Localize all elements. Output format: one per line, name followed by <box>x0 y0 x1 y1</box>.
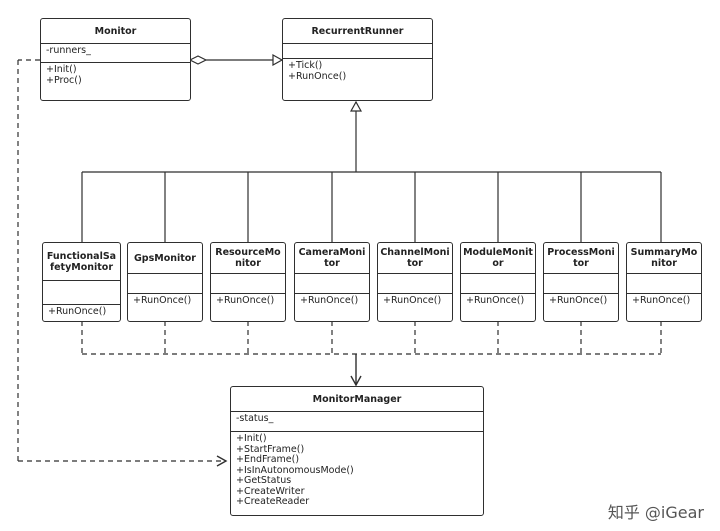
attributes-section: -runners_ <box>41 43 190 62</box>
class-name: RecurrentRunner <box>311 25 404 37</box>
method: +CreateReader <box>236 496 310 507</box>
methods-section: +RunOnce() <box>461 293 535 309</box>
class-process-monitor: ProcessMonitor +RunOnce() <box>543 242 619 322</box>
class-monitor-manager: MonitorManager -status_ +Init() +StartFr… <box>230 386 484 516</box>
class-functional-safety-monitor: FunctionalSafetyMonitor +RunOnce() <box>42 242 121 322</box>
attribute: -status_ <box>236 413 274 424</box>
method: +GetStatus <box>236 475 292 486</box>
method: +EndFrame() <box>236 454 300 465</box>
class-module-monitor: ModuleMonitor +RunOnce() <box>460 242 536 322</box>
attributes-section <box>627 273 701 293</box>
method: +Init() <box>46 64 77 75</box>
methods-section: +RunOnce() <box>378 293 452 309</box>
class-name: GpsMonitor <box>133 252 196 264</box>
method: +RunOnce() <box>549 295 608 306</box>
method: +IsInAutonomousMode() <box>236 464 354 476</box>
class-name: MonitorManager <box>312 393 402 405</box>
attributes-section <box>43 280 120 304</box>
attributes-section <box>211 273 285 293</box>
dependency-monitor-to-manager <box>17 59 228 467</box>
method: +Init() <box>236 433 267 444</box>
methods-section: +Init() +StartFrame() +EndFrame() +IsInA… <box>231 431 483 510</box>
attributes-section <box>295 273 369 293</box>
class-name: SummaryMonitor <box>630 247 698 269</box>
class-gps-monitor: GpsMonitor +RunOnce() <box>127 242 203 322</box>
attributes-section <box>378 273 452 293</box>
method: +RunOnce() <box>466 295 525 306</box>
method: +Tick() <box>288 60 323 71</box>
class-camera-monitor: CameraMonitor +RunOnce() <box>294 242 370 322</box>
method: +Proc() <box>46 74 82 86</box>
class-name: ResourceMonitor <box>215 247 281 269</box>
method: +RunOnce() <box>383 295 442 306</box>
attribute: -runners_ <box>46 45 91 56</box>
method: +RunOnce() <box>288 70 347 82</box>
method: +StartFrame() <box>236 443 305 455</box>
attributes-section: -status_ <box>231 411 483 431</box>
methods-section: +Tick() +RunOnce() <box>283 58 432 84</box>
class-channel-monitor: ChannelMonitor +RunOnce() <box>377 242 453 322</box>
method: +RunOnce() <box>216 295 275 306</box>
class-recurrent-runner: RecurrentRunner +Tick() +RunOnce() <box>282 18 433 101</box>
method: +RunOnce() <box>48 306 107 317</box>
attributes-section <box>544 273 618 293</box>
methods-section: +RunOnce() <box>544 293 618 309</box>
class-name: CameraMonitor <box>298 247 366 269</box>
method: +RunOnce() <box>133 295 192 306</box>
class-name: ModuleMonitor <box>463 247 533 269</box>
class-resource-monitor: ResourceMonitor +RunOnce() <box>210 242 286 322</box>
methods-section: +Init() +Proc() <box>41 62 190 88</box>
method: +CreateWriter <box>236 485 305 497</box>
methods-section: +RunOnce() <box>211 293 285 309</box>
class-monitor: Monitor -runners_ +Init() +Proc() <box>40 18 191 101</box>
attributes-section <box>128 273 202 293</box>
methods-section: +RunOnce() <box>128 293 202 309</box>
methods-section: +RunOnce() <box>295 293 369 309</box>
attributes-section <box>283 43 432 58</box>
class-summary-monitor: SummaryMonitor +RunOnce() <box>626 242 702 322</box>
methods-section: +RunOnce() <box>43 304 120 320</box>
class-name: ChannelMonitor <box>380 247 450 269</box>
methods-section: +RunOnce() <box>627 293 701 309</box>
class-name: FunctionalSafetyMonitor <box>46 250 117 273</box>
class-name: ProcessMonitor <box>547 247 615 269</box>
method: +RunOnce() <box>300 295 359 306</box>
class-name: Monitor <box>94 25 137 37</box>
dependency-monitors-to-manager <box>81 321 662 355</box>
method: +RunOnce() <box>632 295 691 306</box>
attributes-section <box>461 273 535 293</box>
aggregation-monitor-recurrentrunner <box>188 56 282 64</box>
inheritance-tree <box>81 102 662 242</box>
watermark: 知乎 @iGear <box>607 503 704 522</box>
